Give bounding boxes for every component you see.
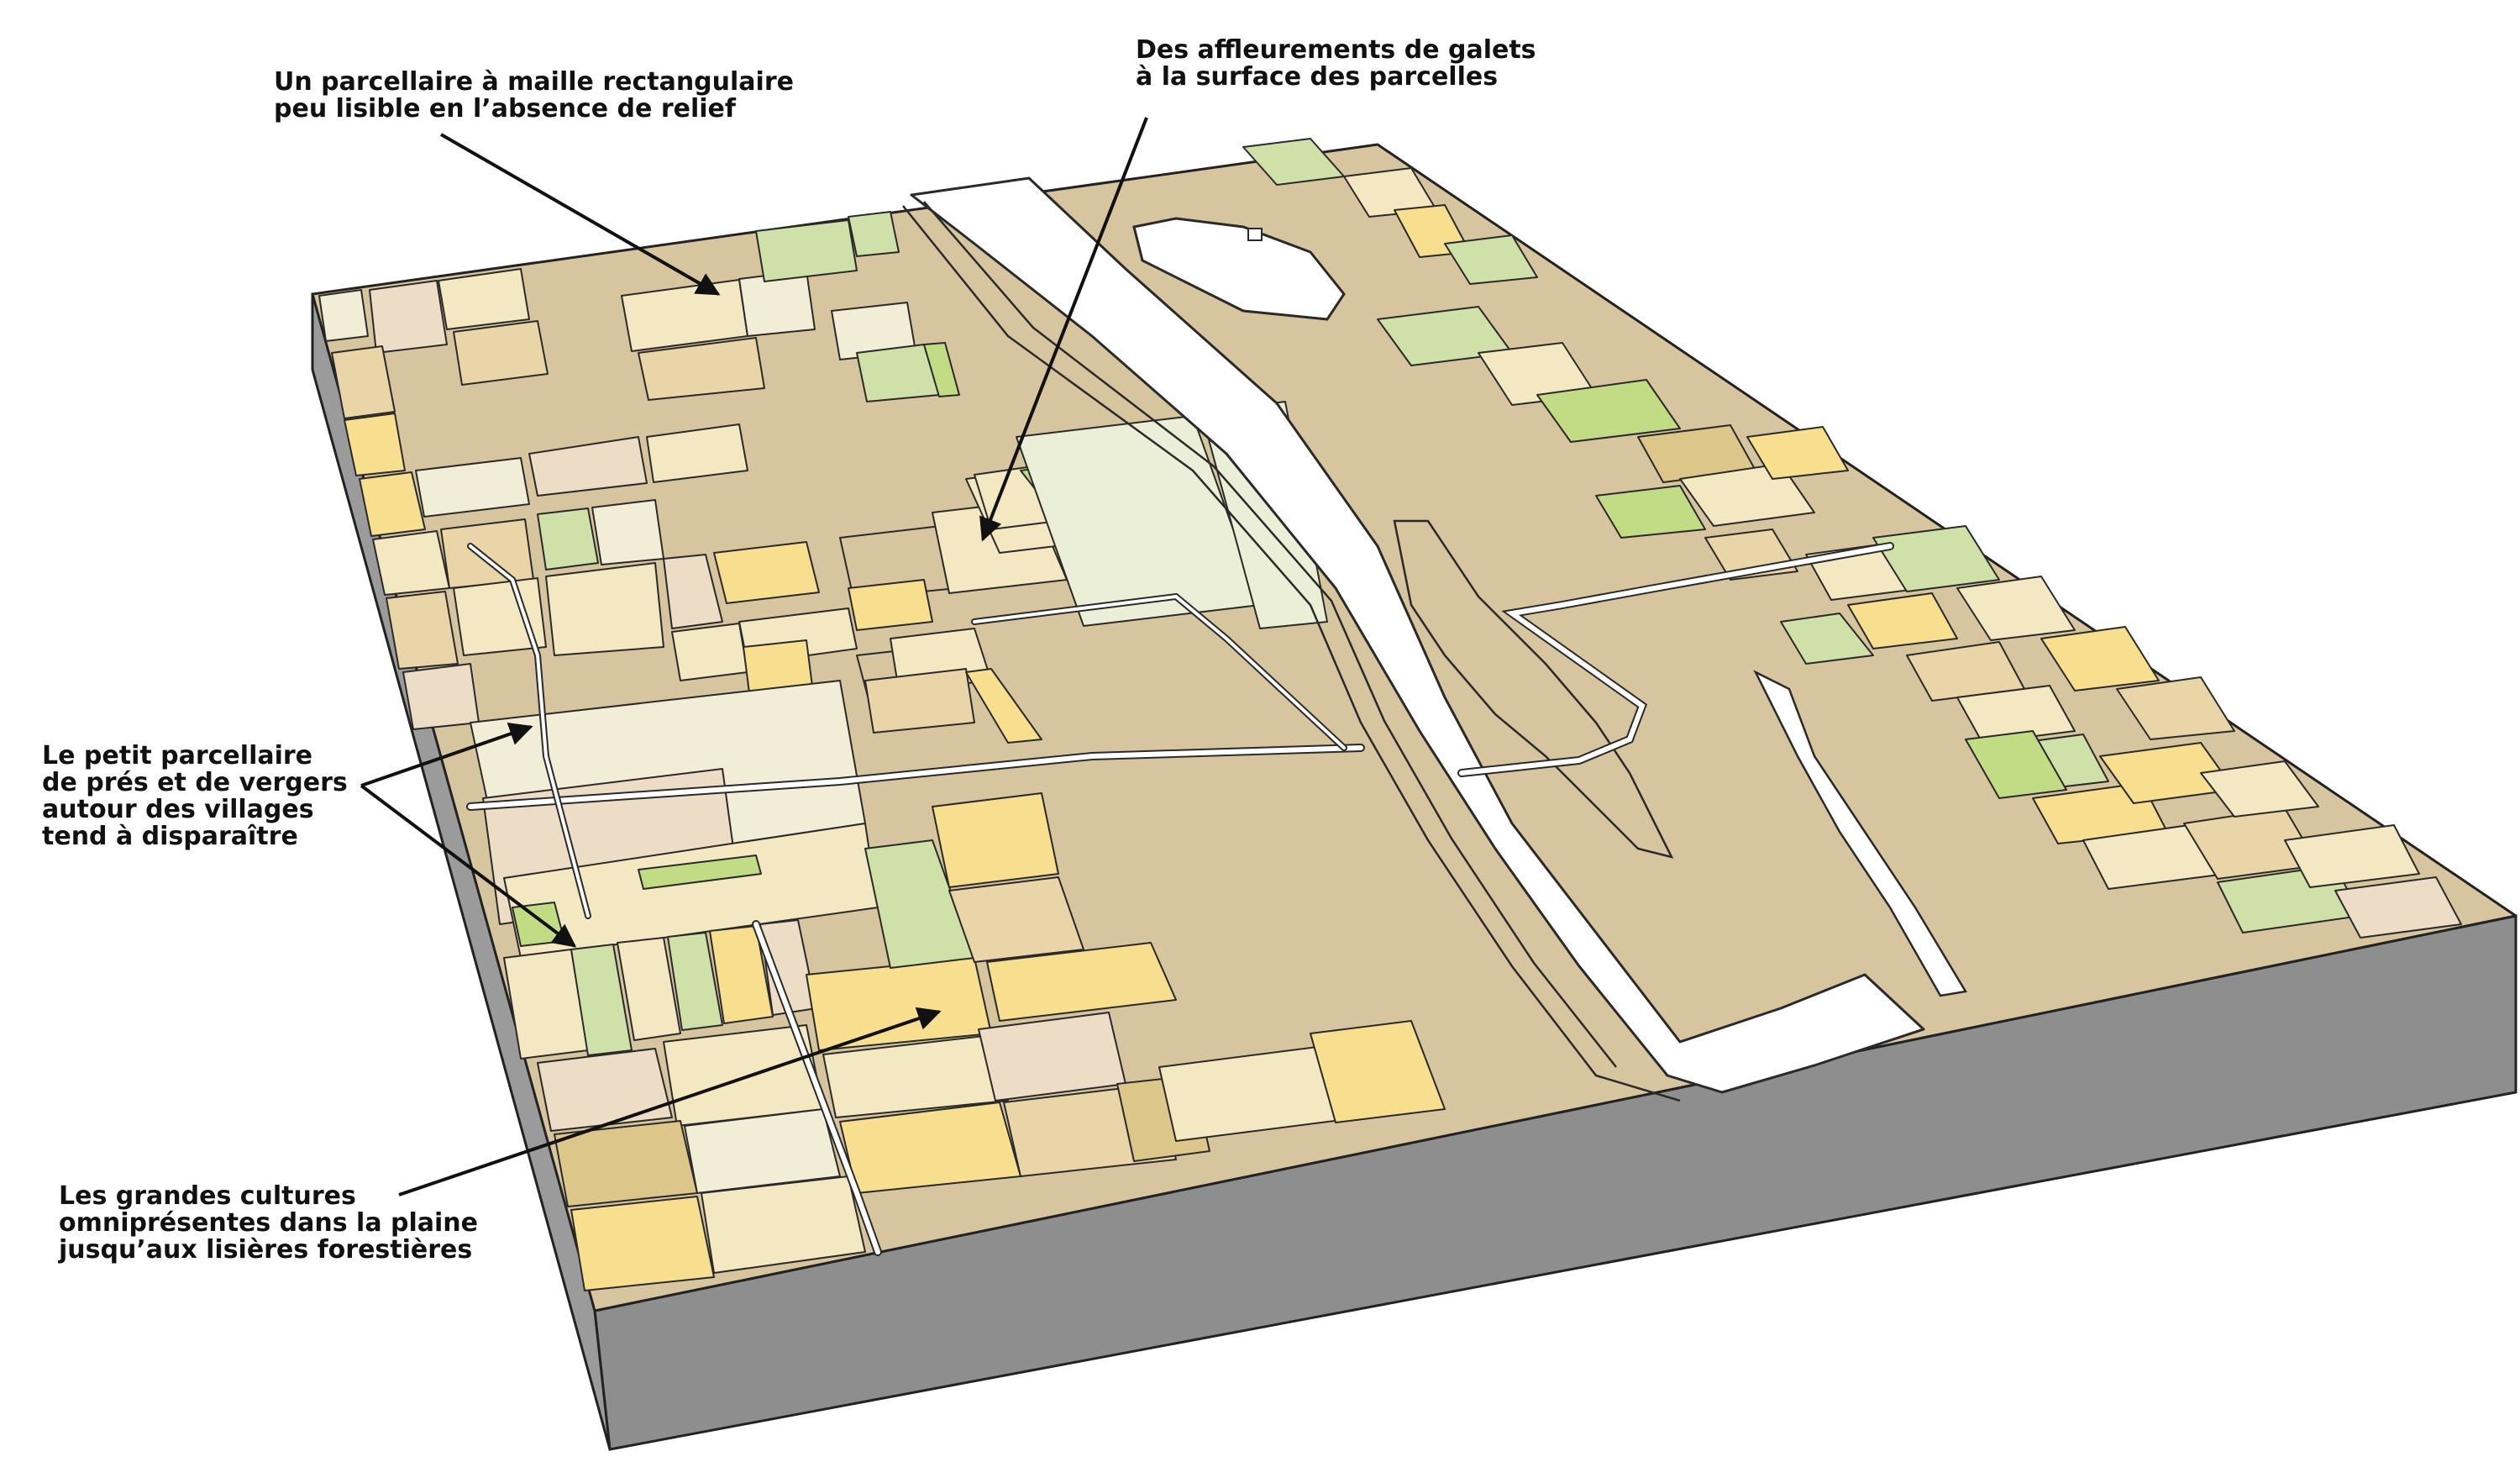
annotation-line: à la surface des parcelles: [1136, 62, 1499, 92]
road: [468, 745, 1363, 809]
road: [753, 922, 880, 1254]
field-parcel: [1956, 576, 2076, 641]
field-parcel: [415, 457, 530, 518]
field-parcel: [923, 342, 960, 397]
field-parcel: [545, 562, 664, 656]
field-parcel: [2200, 760, 2319, 818]
river-channel: [910, 176, 1925, 1094]
field-parcel: [986, 942, 1177, 1022]
field-parcel: [372, 530, 450, 596]
field-parcel: [570, 944, 633, 1056]
arrow-parcellaire: [440, 133, 721, 296]
river-bank-line: [923, 201, 1617, 1068]
field-parcel: [671, 623, 748, 681]
field-parcel: [932, 792, 1059, 888]
annotation-parcellaire: Un parcellaire à maille rectangulaire pe…: [274, 69, 794, 123]
building: [1247, 228, 1263, 241]
field-parcel: [1872, 525, 2000, 592]
annotation-petit-parcellaire: Le petit parcellaire de prés et de verge…: [42, 743, 348, 850]
field-parcel: [2116, 676, 2235, 740]
field-parcel: [1965, 730, 2067, 799]
field-parcel: [822, 1034, 1009, 1118]
annotation-line: tend à disparaître: [42, 822, 298, 851]
field-parcel: [848, 211, 900, 257]
field-parcel: [331, 345, 396, 419]
field-parcel: [948, 876, 1084, 963]
field-parcel: [537, 507, 599, 571]
field-parcel: [638, 337, 765, 401]
field-parcel: [402, 663, 480, 730]
field-parcel: [2040, 626, 2160, 692]
annotation-line: autour des villages: [42, 795, 314, 824]
annotation-galets: Des affleurements de galets à la surface…: [1136, 37, 1536, 91]
arrow-grandes: [398, 1007, 942, 1196]
field-parcel: [1595, 485, 1706, 539]
field-parcel: [701, 1175, 866, 1274]
field-parcel: [453, 320, 549, 386]
annotation-arrows: [360, 117, 1148, 1196]
annotation-line: de prés et de vergers: [42, 768, 348, 797]
field-parcel: [646, 423, 748, 483]
field-parcel: [1679, 463, 1815, 527]
field-parcel: [1310, 1020, 1446, 1123]
annotation-line: Le petit parcellaire: [42, 741, 313, 770]
river-bank-line: [902, 205, 1681, 1102]
field-parcel: [638, 855, 762, 890]
arrow-petit-1: [360, 723, 533, 787]
field-parcel: [663, 554, 723, 629]
field-parcel: [684, 1108, 841, 1194]
river: [902, 176, 1968, 1102]
field-parcel: [438, 268, 530, 330]
field-parcel: [617, 937, 681, 1041]
annotation-line: Des affleurements de galets: [1136, 35, 1536, 65]
river-side-arm: [1753, 670, 1968, 997]
field-parcel: [1780, 613, 1874, 665]
field-parcel: [1956, 685, 2076, 744]
field-parcel: [359, 471, 426, 537]
field-parcel: [978, 1012, 1126, 1102]
field-parcel: [667, 932, 723, 1031]
field-parcel: [1847, 592, 1958, 649]
field-parcel: [570, 1196, 715, 1291]
road: [973, 594, 1346, 749]
arrow-petit-2: [360, 784, 577, 948]
field-parcels: [318, 138, 2462, 1291]
field-parcel: [591, 499, 664, 565]
annotation-line: jusqu’aux lisières forestières: [59, 1235, 473, 1265]
field-parcel: [1746, 426, 1849, 480]
field-parcel: [344, 413, 406, 476]
lake: [1132, 217, 1346, 321]
field-parcel: [318, 289, 369, 342]
field-parcel: [806, 957, 992, 1051]
field-parcel: [1536, 379, 1681, 443]
field-parcel: [440, 518, 534, 589]
field-parcel: [2334, 876, 2462, 939]
arrow-galets: [979, 117, 1148, 542]
annotation-line: Les grandes cultures: [59, 1181, 356, 1211]
annotation-line: Un parcellaire à maille rectangulaire: [274, 67, 794, 97]
field-parcel: [965, 668, 1042, 744]
field-parcel: [369, 280, 448, 354]
road: [1459, 544, 1893, 776]
field-parcel: [755, 219, 858, 282]
annotation-line: peu lisible en l’absence de relief: [274, 94, 736, 124]
field-parcel: [386, 591, 459, 670]
roads: [466, 542, 1894, 1256]
field-parcel: [709, 925, 774, 1024]
field-parcel: [1444, 234, 1538, 285]
annotation-grandes-cultures: Les grandes cultures omniprésentes dans …: [59, 1183, 478, 1264]
field-parcel: [512, 902, 565, 947]
field-parcel: [528, 436, 648, 497]
field-parcel: [713, 541, 820, 604]
river-island: [1393, 519, 1674, 859]
field-parcel: [848, 579, 933, 631]
field-parcel: [864, 668, 975, 734]
field-parcel: [537, 1048, 673, 1132]
road: [469, 544, 590, 918]
annotation-line: omniprésentes dans la plaine: [59, 1208, 479, 1238]
field-parcel: [2284, 824, 2420, 888]
